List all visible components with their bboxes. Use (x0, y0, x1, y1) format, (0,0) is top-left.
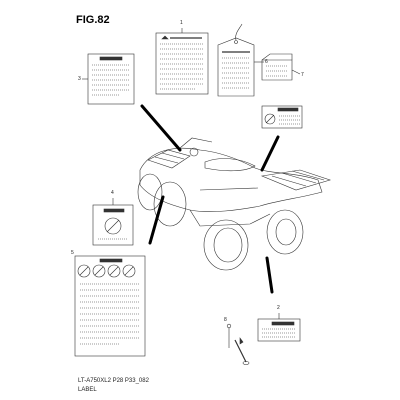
label-2-small[interactable] (257, 313, 301, 342)
callout-2: 2 (277, 305, 280, 311)
callout-5: 5 (71, 250, 74, 256)
label-4-icon[interactable] (92, 198, 134, 246)
callout-1: 1 (180, 20, 183, 26)
callout-4: 4 (111, 190, 114, 196)
label-warning-right[interactable] (261, 105, 303, 129)
callout-7: 7 (301, 72, 304, 78)
label-1-warning-sheet[interactable] (155, 28, 209, 95)
figure-code: LT-A750XL2 P28 P33_082 (78, 378, 149, 384)
clip-fastener[interactable] (226, 323, 250, 365)
atv-vehicle (137, 137, 332, 271)
callout-6: 6 (265, 59, 268, 65)
figure-caption: LABEL (78, 387, 97, 393)
label-7-folded[interactable] (261, 53, 301, 81)
label-3-text[interactable] (82, 53, 135, 105)
callout-8: 8 (224, 317, 227, 323)
hang-tag-label[interactable] (217, 23, 264, 97)
leader-lines (140, 104, 280, 294)
callout-3: 3 (78, 76, 81, 82)
figure-title: FIG.82 (76, 14, 110, 26)
label-5-icon-sheet[interactable] (74, 255, 146, 357)
